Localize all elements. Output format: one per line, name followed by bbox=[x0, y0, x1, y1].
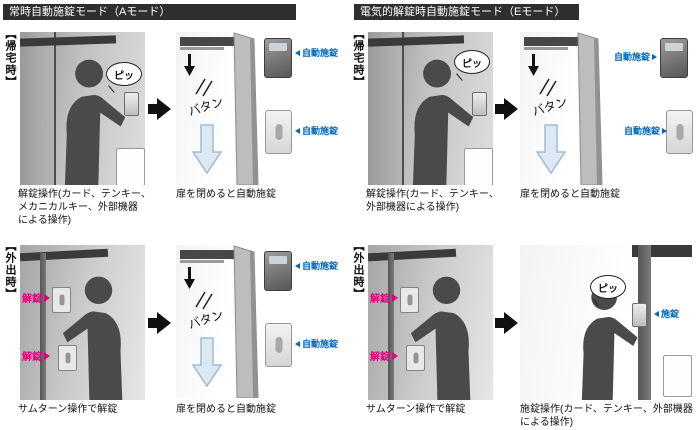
down-arrow-icon bbox=[188, 54, 191, 66]
section-a-header: 常時自動施錠モード（Aモード） bbox=[3, 4, 296, 20]
flow-arrow-icon bbox=[495, 312, 519, 334]
thumbturn-device bbox=[400, 287, 419, 313]
caption-a-return-unlock: 解錠操作(カード、テンキー、 メカニカルキー、外部機器 による操作) bbox=[18, 189, 151, 226]
unlock-label: 解錠 bbox=[370, 348, 398, 363]
door-frame-strip bbox=[40, 253, 46, 400]
wall-reader-device bbox=[632, 303, 647, 327]
wall-reader-device bbox=[124, 92, 139, 116]
auto-lock-label: 自動施錠 bbox=[295, 46, 338, 59]
caption-a-return-close: 扉を閉めると自動施錠 bbox=[176, 189, 276, 200]
beep-speech-bubble: ピッ bbox=[454, 50, 490, 74]
caption-a-out-thumbturn: サムターン操作で解錠 bbox=[18, 404, 118, 415]
lock-devices-a-return: 自動施錠 自動施錠 bbox=[262, 34, 348, 186]
door-closing-illustration: バタン bbox=[180, 32, 259, 185]
flow-arrow-icon bbox=[148, 312, 172, 334]
open-door-strip bbox=[20, 32, 56, 185]
auto-lock-label: 自動施錠 bbox=[295, 337, 338, 350]
caption-e-out-thumbturn: サムターン操作で解錠 bbox=[366, 404, 466, 415]
caption-a-out-close: 扉を閉めると自動施錠 bbox=[176, 404, 276, 415]
door-closer-bar bbox=[180, 37, 236, 46]
side-label-a-return: 【帰宅時】 bbox=[4, 28, 16, 88]
scene-a-return-close: バタン bbox=[176, 32, 260, 185]
scene-a-return-unlock: ピッ bbox=[20, 32, 145, 185]
door-closer-bar bbox=[180, 250, 236, 259]
side-label-e-return: 【帰宅時】 bbox=[352, 28, 364, 88]
interior-unit-box bbox=[663, 355, 692, 397]
person-silhouette bbox=[412, 59, 474, 185]
card-reader-device bbox=[660, 38, 688, 78]
door-swing-arrow bbox=[191, 337, 223, 388]
down-arrow-icon bbox=[188, 267, 191, 279]
door-swing-arrow bbox=[191, 124, 223, 175]
door-closing-illustration: バタン bbox=[524, 32, 603, 185]
unlock-label: 解錠 bbox=[22, 348, 50, 363]
slam-sound-text: バタン bbox=[187, 94, 226, 118]
scene-e-return-close: バタン bbox=[520, 32, 604, 185]
auto-lock-label: 自動施錠 bbox=[295, 259, 338, 272]
door-closing-illustration: バタン bbox=[180, 245, 259, 398]
auto-lock-label: 自動施錠 bbox=[295, 124, 338, 137]
auto-lock-label: 自動施錠 bbox=[614, 50, 657, 63]
top-frame-band bbox=[20, 248, 109, 262]
scene-a-out-close: バタン bbox=[176, 245, 260, 398]
side-label-e-out: 【外出時】 bbox=[352, 240, 364, 300]
thumbturn-unit-device bbox=[265, 110, 292, 154]
section-e-header: 電気的解錠時自動施錠モード（Eモード） bbox=[354, 4, 579, 20]
wall-reader-device bbox=[472, 92, 487, 116]
interior-unit-box bbox=[464, 148, 493, 185]
thumbturn-unit-device bbox=[265, 323, 292, 367]
flow-arrow-icon bbox=[148, 98, 172, 120]
open-door-strip bbox=[368, 32, 404, 185]
scene-a-out-thumbturn: 解錠 解錠 bbox=[20, 245, 145, 400]
auto-lock-label: 自動施錠 bbox=[624, 124, 667, 137]
lock-devices-a-out: 自動施錠 自動施錠 bbox=[262, 247, 348, 399]
thumbturn-unit-device bbox=[666, 110, 693, 154]
thumbturn-device bbox=[406, 345, 425, 371]
caption-e-return-unlock: 解錠操作(カード、テンキー、 外部機器による操作) bbox=[366, 189, 499, 213]
caption-e-out-lock: 施錠操作(カード、テンキー、外部機器 による操作) bbox=[520, 404, 693, 428]
lock-label: 施錠 bbox=[654, 307, 679, 320]
scene-e-out-lock: ピッ 施錠 bbox=[520, 245, 695, 400]
lock-devices-e-return: 自動施錠 自動施錠 bbox=[608, 34, 698, 186]
person-silhouette bbox=[62, 276, 123, 400]
person-silhouette bbox=[64, 59, 126, 185]
card-reader-device bbox=[264, 38, 292, 78]
scene-e-return-unlock: ピッ bbox=[368, 32, 493, 185]
unlock-label: 解錠 bbox=[370, 290, 398, 305]
scene-e-out-thumbturn: 解錠 解錠 bbox=[368, 245, 493, 400]
side-label-a-out: 【外出時】 bbox=[4, 240, 16, 300]
thumbturn-device bbox=[58, 345, 77, 371]
caption-e-return-close: 扉を閉めると自動施錠 bbox=[520, 189, 620, 200]
door-swing-arrow bbox=[535, 124, 567, 175]
beep-speech-bubble: ピッ bbox=[590, 275, 626, 299]
interior-unit-box bbox=[116, 148, 145, 185]
door-frame-strip bbox=[388, 253, 394, 400]
person-silhouette bbox=[410, 276, 471, 400]
top-frame-band bbox=[368, 248, 457, 262]
unlock-label: 解錠 bbox=[22, 290, 50, 305]
flow-arrow-icon bbox=[495, 98, 519, 120]
thumbturn-device bbox=[52, 287, 71, 313]
card-reader-device bbox=[264, 251, 292, 291]
slam-sound-text: バタン bbox=[531, 94, 570, 118]
slam-sound-text: バタン bbox=[187, 307, 226, 331]
beep-speech-bubble: ピッ bbox=[106, 62, 142, 86]
down-arrow-icon bbox=[532, 54, 535, 66]
door-closer-bar bbox=[524, 37, 580, 46]
